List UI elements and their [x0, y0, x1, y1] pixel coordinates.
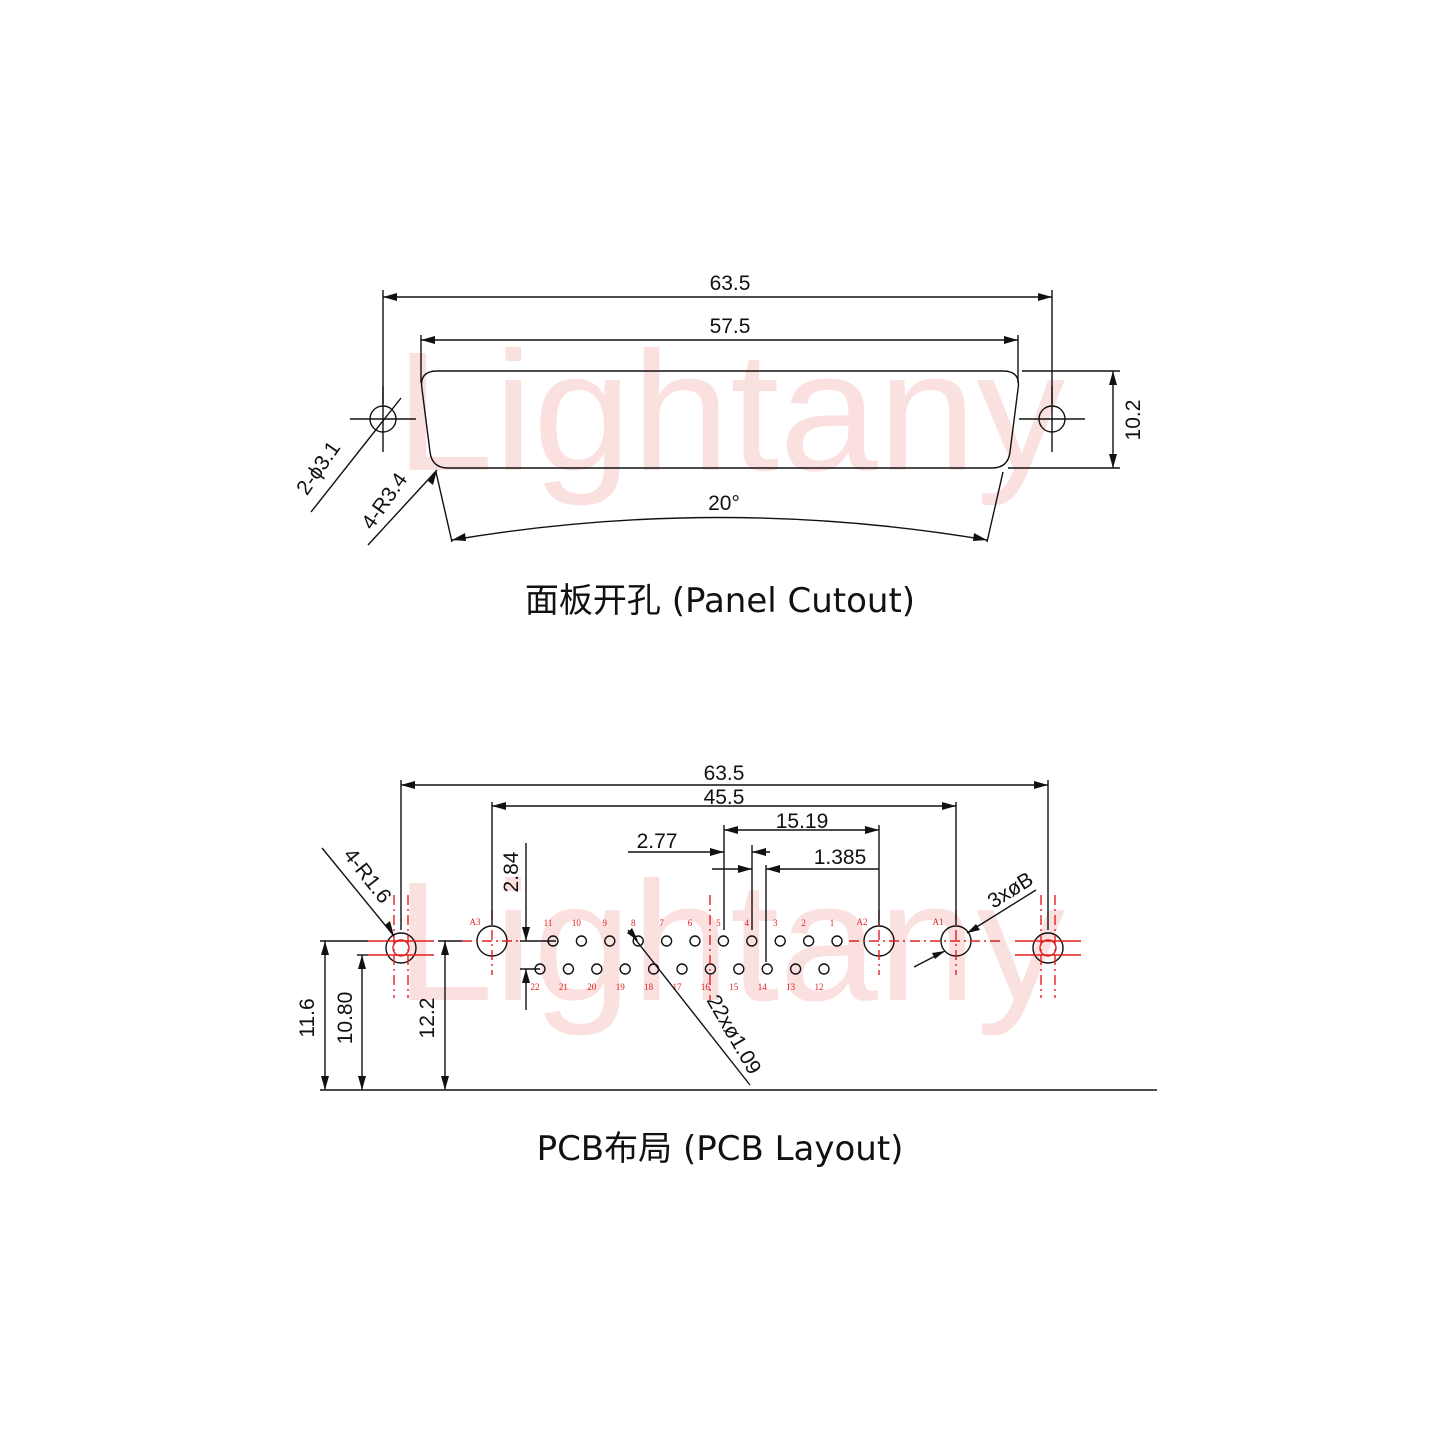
pin-2 — [802, 935, 815, 947]
label-a2: A2 — [857, 917, 868, 927]
panel-dim-holes: 2-ϕ3.1 — [292, 437, 345, 499]
pin-label-5: 5 — [716, 918, 721, 928]
pin-label-3: 3 — [773, 918, 778, 928]
pin-7 — [660, 935, 673, 947]
pcb-layout-caption: PCB布局 (PCB Layout) — [537, 1129, 904, 1169]
panel-dim-overall: 63.5 — [710, 272, 751, 295]
pcb-dim-overall: 63.5 — [704, 762, 745, 785]
pin-label-16: 16 — [701, 982, 711, 992]
right-mount-pad — [1015, 895, 1081, 998]
a2-hole — [849, 910, 909, 975]
watermark-top: Lightany — [395, 317, 1065, 507]
pin-label-17: 17 — [673, 982, 683, 992]
pin-label-7: 7 — [659, 918, 664, 928]
pin-label-8: 8 — [631, 918, 636, 928]
pin-label-6: 6 — [688, 918, 693, 928]
pcb-dim-radius: 4-R1.6 — [339, 844, 396, 908]
pin-label-14: 14 — [758, 982, 768, 992]
pin-5 — [717, 935, 730, 947]
pin-label-20: 20 — [587, 982, 597, 992]
pcb-dim-h2: 10.80 — [334, 992, 357, 1045]
pin-label-18: 18 — [644, 982, 654, 992]
pcb-dim-h1: 11.6 — [296, 998, 319, 1037]
a3-hole — [462, 910, 522, 975]
panel-dim-height: 10.2 — [1122, 400, 1145, 441]
pcb-dim-half-pitch: 1.385 — [814, 846, 867, 869]
pin-label-19: 19 — [616, 982, 626, 992]
pin-12 — [818, 963, 830, 975]
pin-row-2: 22 21 20 19 18 17 16 15 14 13 12 — [531, 963, 830, 992]
pin-1 — [831, 935, 843, 947]
pin-label-9: 9 — [603, 918, 608, 928]
pin-19 — [619, 963, 631, 975]
panel-cutout-caption: 面板开孔 (Panel Cutout) — [525, 581, 915, 621]
pcb-dim-a-holes: 45.5 — [704, 786, 745, 809]
pin-13 — [789, 963, 802, 975]
pin-label-15: 15 — [729, 982, 739, 992]
panel-dim-angle: 20° — [708, 492, 740, 515]
pin-10 — [575, 935, 588, 947]
pcb-dim-pitch: 2.77 — [637, 830, 678, 853]
pin-9 — [604, 935, 616, 947]
left-mount-pad — [368, 895, 434, 998]
pin-15 — [733, 963, 745, 975]
pin-20 — [591, 963, 603, 975]
label-a1: A1 — [933, 917, 944, 927]
label-a3: A3 — [470, 917, 481, 927]
pin-label-11: 11 — [544, 918, 553, 928]
pcb-dim-row-spacing: 2.84 — [500, 851, 523, 892]
pin-6 — [689, 935, 701, 947]
pin-8 — [632, 935, 644, 947]
panel-dim-shell: 57.5 — [710, 315, 751, 338]
pcb-dim-h3: 12.2 — [416, 998, 439, 1039]
pin-label-2: 2 — [801, 918, 806, 928]
pin-row-1: 11 10 9 8 7 6 5 4 3 2 1 — [544, 918, 843, 947]
pin-14 — [761, 963, 773, 975]
pin-4 — [746, 935, 758, 947]
pin-label-10: 10 — [572, 918, 582, 928]
pin-17 — [676, 963, 688, 975]
pin-label-12: 12 — [815, 982, 824, 992]
pin-label-21: 21 — [559, 982, 568, 992]
pcb-dim-pin-span: 15.19 — [776, 810, 829, 833]
a1-hole — [910, 910, 1002, 975]
pin-3 — [774, 935, 786, 947]
pin-label-4: 4 — [745, 918, 750, 928]
pin-label-13: 13 — [786, 982, 796, 992]
pin-21 — [562, 963, 575, 975]
pin-label-1: 1 — [830, 918, 835, 928]
pin-label-22: 22 — [531, 982, 540, 992]
